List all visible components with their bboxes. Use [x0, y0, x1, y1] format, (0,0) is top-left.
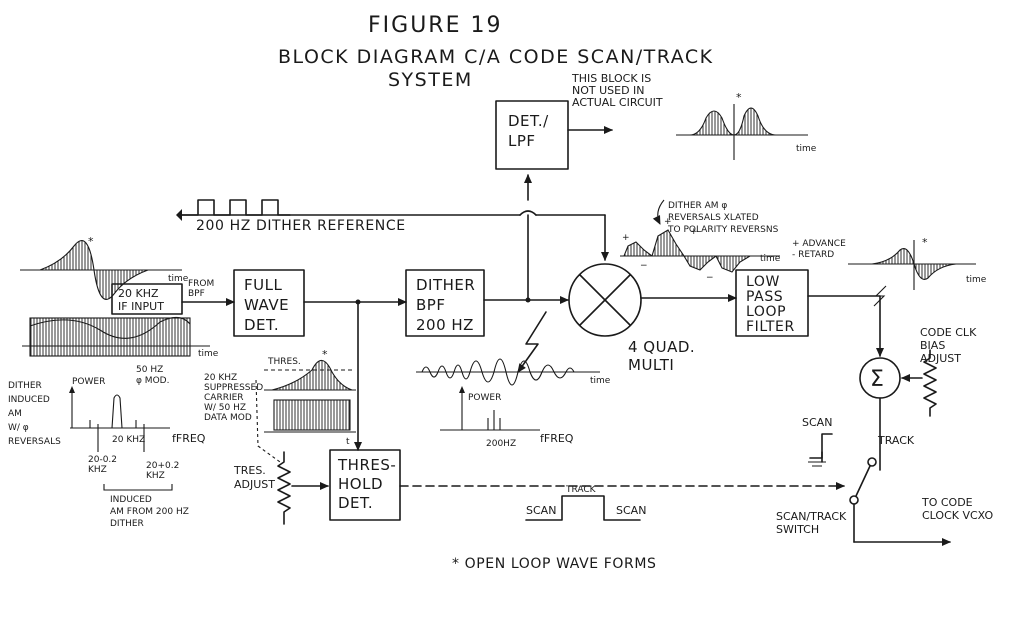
dither-reference-square-wave — [181, 199, 291, 216]
fullwave-tap-node — [355, 299, 361, 305]
mixer-output-waveform: + − + + − time — [620, 217, 781, 283]
multiplier-x2 — [579, 274, 631, 326]
pol-plus-2: + — [664, 217, 672, 227]
pulse-scan-left: SCAN — [526, 504, 556, 517]
threshold-waveform: THRES. * t — [264, 348, 356, 447]
four-quad-multiplier — [568, 263, 642, 337]
dither-am-pointer — [652, 199, 665, 225]
track-label: TRACK — [877, 434, 915, 447]
bpf-spectrum: POWER 200HZ fFREQ — [440, 386, 574, 449]
tres-adjust-potentiometer — [255, 379, 329, 525]
pulse-scan-right: SCAN — [616, 504, 646, 517]
figure-subtitle-line2: SYSTEM — [388, 69, 473, 91]
pol-minus-1: − — [640, 261, 648, 271]
bpf-freq: fFREQ — [540, 432, 574, 445]
threshold-det-block — [329, 449, 401, 521]
pol-plus-1: + — [622, 233, 630, 243]
disc-star: * — [922, 236, 928, 249]
multiplier-label: 4 QUAD.MULTI — [628, 338, 695, 374]
det-lpf-block — [495, 100, 569, 170]
spectrum-power: POWER — [72, 377, 105, 387]
scan-ground-symbol — [808, 461, 826, 467]
track-contact — [867, 457, 877, 467]
if-input-block — [111, 283, 183, 315]
bpf-power: POWER — [468, 393, 501, 403]
band-time: time — [198, 349, 219, 359]
input-time: time — [168, 274, 189, 284]
dither-bpf-block — [405, 269, 485, 337]
det-lpf-waveform: * time — [676, 91, 817, 160]
spectrum-20khz: 20 KHZ — [112, 435, 145, 445]
tres-adjust-label: TRES.ADJUST — [233, 464, 275, 491]
switch-arm — [855, 465, 871, 497]
bpf-200hz: 200HZ — [486, 439, 516, 449]
input-star: * — [88, 235, 94, 248]
switch-pivot — [849, 495, 859, 505]
full-wave-det-block — [233, 269, 305, 337]
figure-subtitle-line1: BLOCK DIAGRAM C/A CODE SCAN/TRACK — [278, 46, 714, 68]
advance-label: + ADVANCE — [792, 239, 846, 249]
bpf-lightning-arrow — [517, 311, 547, 373]
low-pass-loop-filter-block — [735, 269, 809, 337]
dither-reference-label: 200 HZ DITHER REFERENCE — [196, 218, 406, 234]
bias-adjust-potentiometer — [901, 349, 937, 417]
discriminator-waveform: * time — [848, 236, 987, 290]
bpf-output-waveform: time — [416, 358, 611, 386]
thres-star: * — [322, 348, 328, 361]
thres-t-label: t — [346, 437, 350, 447]
mixer-time: time — [760, 254, 781, 264]
open-loop-note: * OPEN LOOP WAVE FORMS — [452, 556, 657, 572]
bpf-time: time — [590, 376, 611, 386]
figure-title: FIGURE 19 — [368, 13, 502, 38]
disc-time: time — [966, 275, 987, 285]
summer-symbol: Σ — [870, 367, 884, 392]
disc-lightning — [873, 285, 887, 307]
dither-ref-tail — [176, 209, 182, 221]
pol-minus-2: − — [706, 273, 714, 283]
det-lpf-star: * — [736, 91, 742, 104]
pol-plus-3: + — [690, 227, 698, 237]
induced-am-bracket — [103, 484, 173, 491]
scan-label: SCAN — [802, 416, 832, 429]
pulse-track: TRACK — [565, 485, 597, 495]
thres-label: THRES. — [267, 357, 301, 367]
det-lpf-label: DET./LPF — [508, 112, 549, 150]
spectrum-freq: fFREQ — [172, 432, 206, 445]
dither-ref-jumper — [519, 210, 537, 216]
scan-track-pulse: SCAN TRACK SCAN — [525, 485, 646, 521]
retard-label: - RETARD — [792, 250, 834, 260]
input-spectrum: POWER 20 KHZ fFREQ — [69, 377, 206, 452]
input-waveform: * time — [20, 235, 189, 300]
noisy-signal-band: time — [22, 316, 219, 359]
det-lpf-time: time — [796, 144, 817, 154]
scan-source-waveform — [809, 433, 833, 459]
